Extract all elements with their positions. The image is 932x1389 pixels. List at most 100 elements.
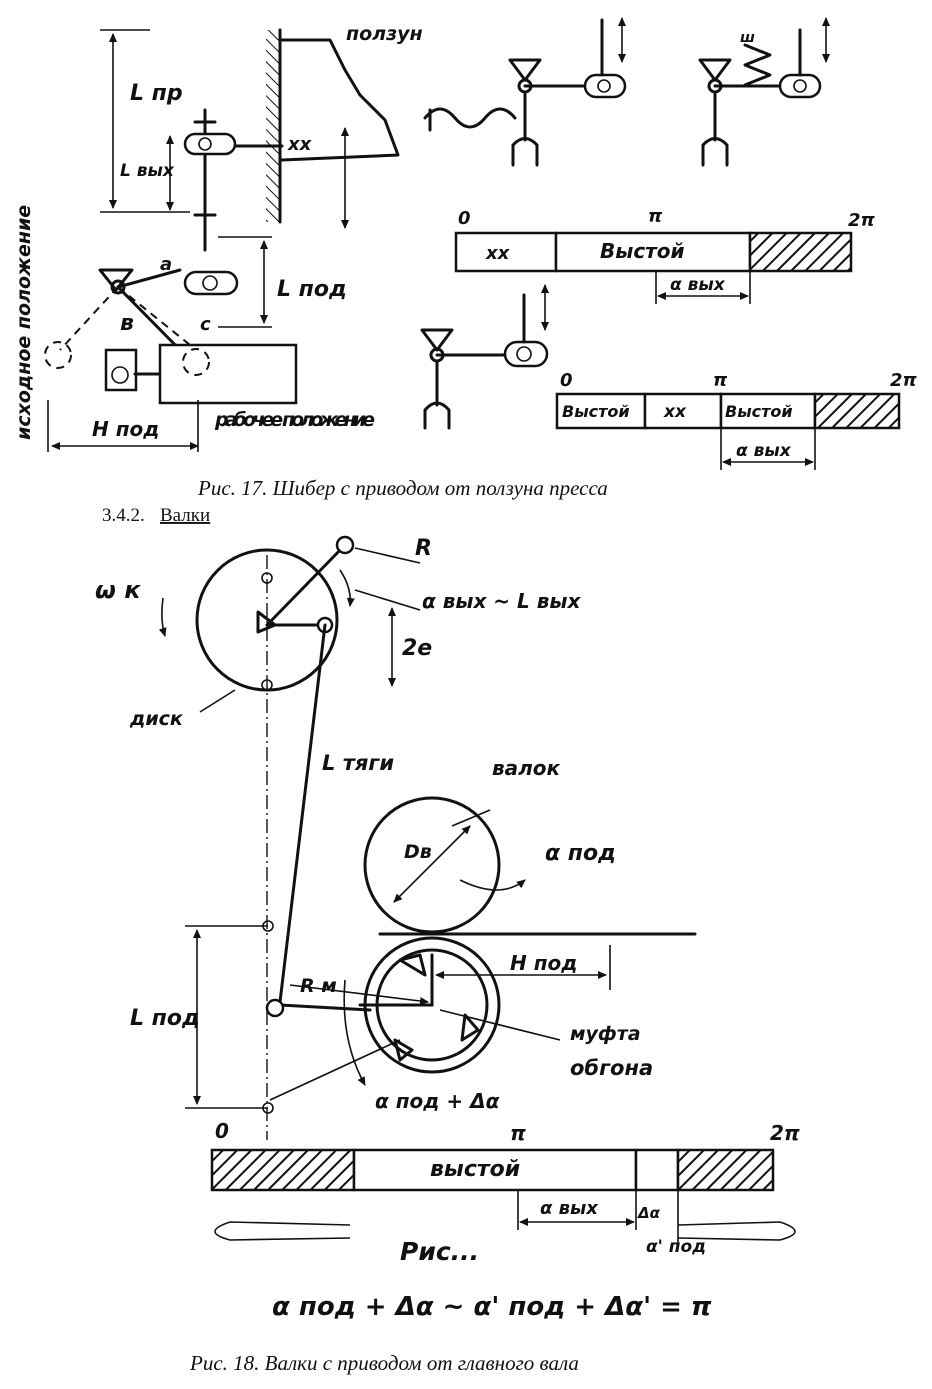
label-b: в (120, 311, 134, 336)
leader-mufta (439, 1009, 561, 1041)
tl1-seg-dwell-label: Выстой (600, 239, 685, 263)
lever-pivot-pin (110, 279, 126, 295)
clutch-roller-1 (398, 953, 427, 977)
upper-roller-pin (198, 137, 212, 151)
alpha-pod-delta-arc (343, 979, 366, 1086)
mech1-roller-pin (597, 79, 611, 93)
mech2-roller (778, 73, 822, 99)
label-spring-symbol: ш (740, 30, 755, 46)
tl2-seg-dwell2-label: Выстой (725, 402, 793, 421)
label-omega: ω к (95, 576, 141, 604)
tl1-end: 2π (848, 210, 876, 231)
disk-hole-bottom (261, 679, 273, 691)
fig18-caption: Рис. 18. Валки с приводом от главного ва… (189, 1351, 579, 1375)
mech2-spring (743, 43, 772, 87)
mech3-roller (503, 340, 549, 368)
label-2e: 2e (402, 636, 432, 661)
label-ris: Рис... (400, 1237, 479, 1266)
wall-hatching (266, 30, 280, 222)
fig17-diagram (44, 17, 901, 470)
tl18-dim-pod-label: α' под (646, 1237, 706, 1257)
initial-pusher (44, 341, 72, 369)
tl1-seg-dwell (554, 231, 752, 273)
tl18-mid: π (510, 1121, 526, 1145)
mech1-roller (583, 73, 627, 99)
tl18-start: 0 (215, 1119, 229, 1143)
label-xx: xx (287, 134, 313, 155)
tl2-dim-label: α вых (736, 441, 792, 461)
tl2-end: 2π (890, 370, 918, 391)
lever-pivot (98, 268, 134, 292)
lever-R-m (278, 1003, 372, 1012)
tl1-seg-hatched (748, 231, 853, 273)
label-D: Dв (404, 841, 432, 863)
tl2-seg-xx-label: xx (663, 402, 687, 422)
tl18-loop-right (677, 1221, 796, 1241)
leader-valok (451, 809, 491, 827)
disk-pivot (256, 610, 277, 634)
section-number: 3.4.2. (102, 505, 145, 526)
crank-pin-R (335, 535, 355, 555)
tl1-start: 0 (458, 208, 471, 229)
label-R-m: R м (300, 975, 337, 997)
tl1-seg-xx-label: xx (485, 243, 511, 264)
tl2-seg-hatched (813, 392, 901, 430)
tl2-seg-dwell2 (719, 392, 817, 430)
label-valok: валок (492, 756, 561, 780)
leader-disk (199, 689, 236, 713)
tl18-seg-dwell (352, 1148, 638, 1192)
label-initial-position: исходное положение (13, 205, 35, 440)
tl1-mid: π (648, 206, 663, 227)
fig18-diagram (158, 535, 796, 1245)
label-H-pod: H под (92, 417, 159, 441)
disk-crank (265, 543, 347, 627)
arrow-center (289, 984, 429, 1005)
spring (423, 107, 517, 129)
label-L-pr: L пр (130, 81, 183, 106)
label-working-position-text: рабочее положение (214, 409, 375, 431)
angle-arc (339, 569, 355, 607)
tl18-seg-dwell-label: выстой (430, 1157, 520, 1182)
section-title: Валки (160, 505, 210, 526)
lever-pin (265, 998, 285, 1018)
upper-roller (183, 132, 237, 156)
tl18-dim-delta-label: Δα (637, 1204, 661, 1222)
tl18-end: 2π (770, 1121, 800, 1145)
tl2-start: 0 (560, 370, 573, 391)
label-H-pod-18: H под (510, 951, 577, 975)
label-mufta: муфта (570, 1023, 641, 1045)
label-L-vyh: L вых (120, 161, 175, 181)
alpha-pod-arc (459, 879, 526, 891)
mech2-pivot (698, 58, 732, 82)
tl18-loop-left (214, 1221, 351, 1241)
mech3-roller-pin (516, 346, 532, 362)
label-obgona: обгона (570, 1056, 653, 1080)
disk-hole-top (261, 572, 273, 584)
dim-D (393, 825, 471, 903)
label-slider: ползун (346, 23, 423, 45)
label-alpha-vyh-L: α вых ~ L вых (422, 589, 581, 613)
tl18-seg-hatch-2 (676, 1148, 775, 1192)
leader-alpha (354, 589, 421, 611)
mech3-fork (423, 401, 451, 430)
label-alpha-pod-delta: α под + Δα (375, 1089, 500, 1113)
label-L-pod-18: L под (130, 1006, 200, 1031)
fig17-caption: Рис. 17. Шибер с приводом от ползуна пре… (197, 476, 608, 500)
clutch-roller-2 (460, 1013, 480, 1042)
mech3-pivot (420, 328, 454, 352)
pusher-guide (104, 348, 138, 392)
lever-arm-a (116, 268, 182, 289)
label-disk: диск (129, 708, 184, 730)
feed-table (158, 343, 298, 405)
tl18-seg-gap (634, 1148, 680, 1192)
omega-arrow (158, 597, 167, 637)
label-c: с (200, 314, 211, 335)
upper-pin-mark (262, 920, 274, 932)
clutch-roller-3 (393, 1038, 414, 1062)
leader-alpha-pod-delta (269, 1039, 401, 1101)
lower-roller (183, 270, 239, 296)
label-L-pod: L под (277, 277, 347, 302)
tl2-mid: π (713, 370, 728, 391)
tie-rod (278, 623, 327, 1004)
